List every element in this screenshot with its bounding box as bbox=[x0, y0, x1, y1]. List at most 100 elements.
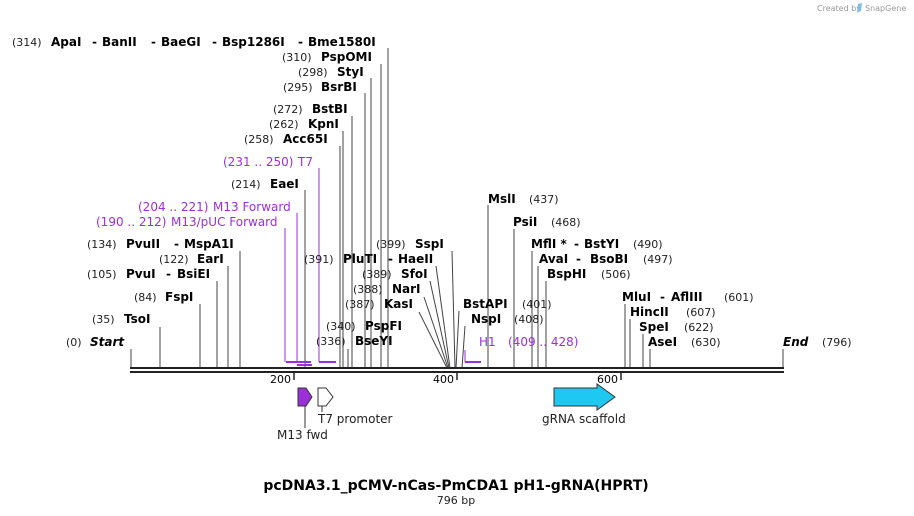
primer-range: (409 .. 428) bbox=[508, 335, 578, 349]
connector-sfoi bbox=[429, 280, 450, 369]
enzyme-spei[interactable]: SpeI bbox=[639, 320, 669, 334]
enzyme-bme1580i[interactable]: Bme1580I bbox=[308, 35, 376, 49]
primer-name[interactable]: H1 bbox=[479, 335, 496, 349]
enzyme-bsiei[interactable]: BsiEI bbox=[177, 267, 210, 281]
enzyme-fspi[interactable]: FspI bbox=[165, 290, 193, 304]
end-position: (796) bbox=[822, 336, 852, 349]
site-position: (630) bbox=[691, 336, 721, 349]
enzyme-afliii[interactable]: AflIII bbox=[671, 290, 703, 304]
connector-nspi bbox=[461, 325, 466, 369]
feature-grna-scaffold[interactable]: gRNA scaffold bbox=[542, 383, 626, 426]
connector-plutI bbox=[435, 265, 451, 369]
enzyme-sspi[interactable]: SspI bbox=[415, 237, 444, 251]
enzyme-avai[interactable]: AvaI bbox=[539, 252, 568, 266]
enzyme-baegi[interactable]: BaeGI bbox=[161, 35, 201, 49]
site-position: (310) bbox=[282, 51, 312, 64]
enzyme-apai[interactable]: ApaI bbox=[51, 35, 81, 49]
enzyme-asei[interactable]: AseI bbox=[648, 335, 677, 349]
site-position: (490) bbox=[633, 238, 663, 251]
enzyme-nari[interactable]: NarI bbox=[392, 282, 421, 296]
snapgene-logo-icon bbox=[857, 3, 862, 12]
site-group-pluti[interactable]: (391) PluTI - HaeII bbox=[304, 252, 433, 266]
feature-arrow-grna-scaffold[interactable] bbox=[553, 383, 616, 411]
enzyme-eari[interactable]: EarI bbox=[197, 252, 224, 266]
site-position: (262) bbox=[269, 118, 299, 131]
enzyme-eaei[interactable]: EaeI bbox=[270, 177, 299, 191]
enzyme-pspfi[interactable]: PspFI bbox=[365, 319, 402, 333]
snapgene-watermark[interactable]: Created by SnapGene bbox=[817, 3, 906, 13]
enzyme-bsobi[interactable]: BsoBI bbox=[590, 252, 628, 266]
svg-text:-: - bbox=[388, 252, 393, 266]
site-group-mfli[interactable]: MflI * - BstYI (490) bbox=[531, 237, 663, 251]
primer-name[interactable]: M13 Forward bbox=[213, 200, 291, 214]
site-group-pvui[interactable]: (105) PvuI - BsiEI bbox=[87, 267, 210, 281]
site-group-pvuii[interactable]: (134) PvuII - MspA1I bbox=[87, 237, 234, 251]
enzyme-psii[interactable]: PsiI bbox=[513, 215, 537, 229]
enzyme-pspomi[interactable]: PspOMI bbox=[321, 50, 372, 64]
site-position: (391) bbox=[304, 253, 334, 266]
enzyme-bstyi[interactable]: BstYI bbox=[584, 237, 619, 251]
site-group-avai[interactable]: AvaI - BsoBI (497) bbox=[539, 252, 673, 266]
enzyme-haeii[interactable]: HaeII bbox=[398, 252, 433, 266]
enzyme-bsrbi[interactable]: BsrBI bbox=[321, 80, 357, 94]
site-group-mlui[interactable]: MluI - AflIII (601) bbox=[622, 290, 754, 304]
enzyme-banii[interactable]: BanII bbox=[102, 35, 137, 49]
site-position: (298) bbox=[298, 66, 328, 79]
site-position: (314) bbox=[12, 36, 42, 49]
feature-label-grna-scaffold: gRNA scaffold bbox=[542, 412, 626, 426]
site-position: (105) bbox=[87, 268, 117, 281]
svg-text:-: - bbox=[212, 35, 217, 49]
enzyme-pluti[interactable]: PluTI bbox=[343, 252, 377, 266]
primer-name[interactable]: T7 bbox=[297, 155, 313, 169]
feature-m13-fwd[interactable]: M13 fwd bbox=[277, 387, 328, 442]
end-label[interactable]: End bbox=[783, 335, 809, 349]
enzyme-sfoi[interactable]: SfoI bbox=[401, 267, 428, 281]
primer-label-h1[interactable]: H1 (409 .. 428) bbox=[479, 335, 578, 349]
start-position: (0) bbox=[66, 336, 82, 349]
primer-label-m13-puc-forward[interactable]: (190 .. 212) M13/pUC Forward bbox=[96, 215, 278, 229]
enzyme-hincii[interactable]: HincII bbox=[630, 305, 669, 319]
enzyme-kpni[interactable]: KpnI bbox=[308, 117, 339, 131]
backbone-top-strand bbox=[130, 367, 784, 369]
site-position: (408) bbox=[514, 313, 544, 326]
enzyme-bsp1286i[interactable]: Bsp1286I bbox=[222, 35, 285, 49]
dna-backbone[interactable] bbox=[130, 367, 784, 373]
start-label[interactable]: Start bbox=[90, 335, 125, 349]
watermark-brand: SnapGene bbox=[865, 4, 906, 13]
enzyme-pvuii[interactable]: PvuII bbox=[126, 237, 160, 251]
enzyme-mlui[interactable]: MluI bbox=[622, 290, 651, 304]
enzyme-mspa1i[interactable]: MspA1I bbox=[184, 237, 234, 251]
connector-sspi bbox=[451, 250, 456, 369]
site-position: (601) bbox=[724, 291, 754, 304]
primer-label-t7[interactable]: (231 .. 250) T7 bbox=[223, 155, 313, 169]
primer-label-m13-forward[interactable]: (204 .. 221) M13 Forward bbox=[138, 200, 291, 214]
enzyme-msli[interactable]: MslI bbox=[488, 192, 516, 206]
enzyme-tsoi[interactable]: TsoI bbox=[124, 312, 150, 326]
site-position: (336) bbox=[316, 335, 346, 348]
site-position: (84) bbox=[134, 291, 157, 304]
feature-arrow-m13-fwd[interactable] bbox=[297, 387, 313, 407]
map-length: 796 bp bbox=[437, 494, 475, 507]
enzyme-bseyi[interactable]: BseYI bbox=[355, 334, 393, 348]
site-connectors bbox=[130, 48, 784, 369]
primer-name[interactable]: M13/pUC Forward bbox=[171, 215, 278, 229]
feature-t7-promoter[interactable]: T7 promoter bbox=[317, 387, 393, 426]
enzyme-pvui[interactable]: PvuI bbox=[126, 267, 156, 281]
site-position: (622) bbox=[684, 321, 714, 334]
enzyme-bstapi[interactable]: BstAPI bbox=[463, 297, 508, 311]
site-group-apai[interactable]: (314) ApaI - BanII - BaeGI - Bsp1286I - … bbox=[12, 35, 376, 49]
site-position: (258) bbox=[244, 133, 274, 146]
enzyme-acc65i[interactable]: Acc65I bbox=[283, 132, 328, 146]
enzyme-nspi[interactable]: NspI bbox=[471, 312, 501, 326]
enzyme-bsphi[interactable]: BspHI bbox=[547, 267, 586, 281]
enzyme-mfli[interactable]: MflI * bbox=[531, 237, 567, 251]
feature-arrow-t7-promoter[interactable] bbox=[317, 387, 334, 407]
enzyme-styi[interactable]: StyI bbox=[337, 65, 364, 79]
enzyme-kasi[interactable]: KasI bbox=[384, 297, 413, 311]
enzyme-bstbi[interactable]: BstBI bbox=[312, 102, 348, 116]
site-position: (134) bbox=[87, 238, 117, 251]
site-position: (272) bbox=[273, 103, 303, 116]
site-position: (497) bbox=[643, 253, 673, 266]
